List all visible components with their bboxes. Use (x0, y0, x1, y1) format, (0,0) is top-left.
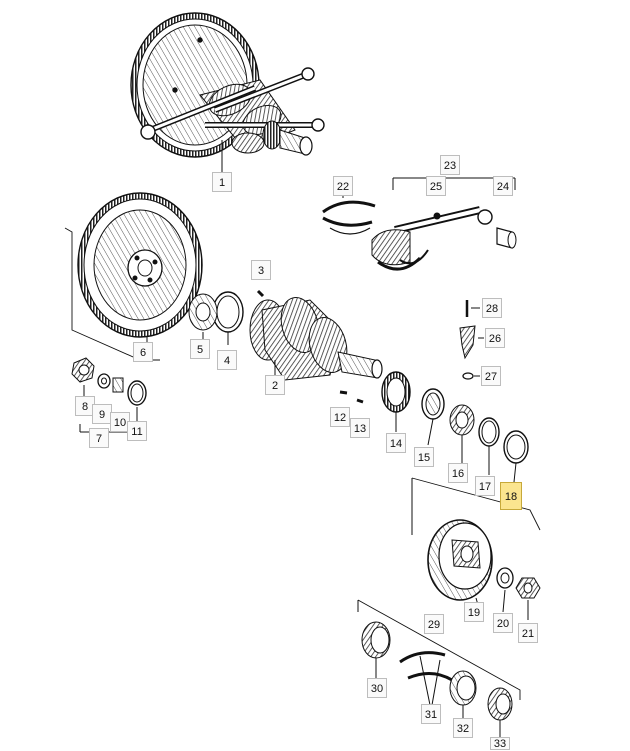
callout-part-14[interactable]: 14 (386, 433, 406, 453)
bolt-group-drawing (459, 300, 484, 380)
crankshaft-drawing (249, 297, 383, 404)
callout-part-11[interactable]: 11 (127, 421, 147, 441)
callout-part-12[interactable]: 12 (330, 407, 350, 427)
callout-part-16[interactable]: 16 (448, 463, 468, 483)
callout-part-26[interactable]: 26 (485, 328, 505, 348)
callout-part-9[interactable]: 9 (92, 404, 112, 424)
callout-part-5[interactable]: 5 (190, 339, 210, 359)
callout-part-13[interactable]: 13 (350, 418, 370, 438)
callout-part-22[interactable]: 22 (333, 176, 353, 196)
callout-part-20[interactable]: 20 (493, 613, 513, 633)
callout-part-3[interactable]: 3 (251, 260, 271, 280)
callout-part-21[interactable]: 21 (518, 623, 538, 643)
callout-part-23[interactable]: 23 (440, 155, 460, 175)
callout-part-30[interactable]: 30 (367, 678, 387, 698)
callout-part-7[interactable]: 7 (89, 428, 109, 448)
callout-part-1[interactable]: 1 (212, 172, 232, 192)
callout-part-25[interactable]: 25 (426, 176, 446, 196)
callout-part-29[interactable]: 29 (424, 614, 444, 634)
connecting-rod-drawing (371, 177, 517, 271)
nut-group-drawing (71, 357, 147, 433)
callout-part-6[interactable]: 6 (133, 342, 153, 362)
callout-part-32[interactable]: 32 (453, 718, 473, 738)
callout-part-24[interactable]: 24 (493, 176, 513, 196)
callout-part-4[interactable]: 4 (217, 350, 237, 370)
flywheel-assembly-drawing (130, 12, 325, 172)
callout-part-33[interactable]: 33 (490, 737, 510, 750)
callout-part-27[interactable]: 27 (481, 366, 501, 386)
gasket-washer-drawing (188, 289, 265, 345)
pulley-drawing (411, 477, 541, 620)
bearing-shells-drawing (322, 190, 376, 235)
callout-part-31[interactable]: 31 (421, 704, 441, 724)
gear-spacer-drawing (381, 371, 529, 483)
callout-part-28[interactable]: 28 (482, 298, 502, 318)
bearing-group-drawing (357, 599, 521, 738)
callout-part-19[interactable]: 19 (464, 602, 484, 622)
callout-part-17[interactable]: 17 (475, 476, 495, 496)
flywheel-drawing (64, 192, 203, 361)
callout-part-18[interactable]: 18 (500, 482, 522, 510)
callout-part-2[interactable]: 2 (265, 375, 285, 395)
callout-part-15[interactable]: 15 (414, 447, 434, 467)
